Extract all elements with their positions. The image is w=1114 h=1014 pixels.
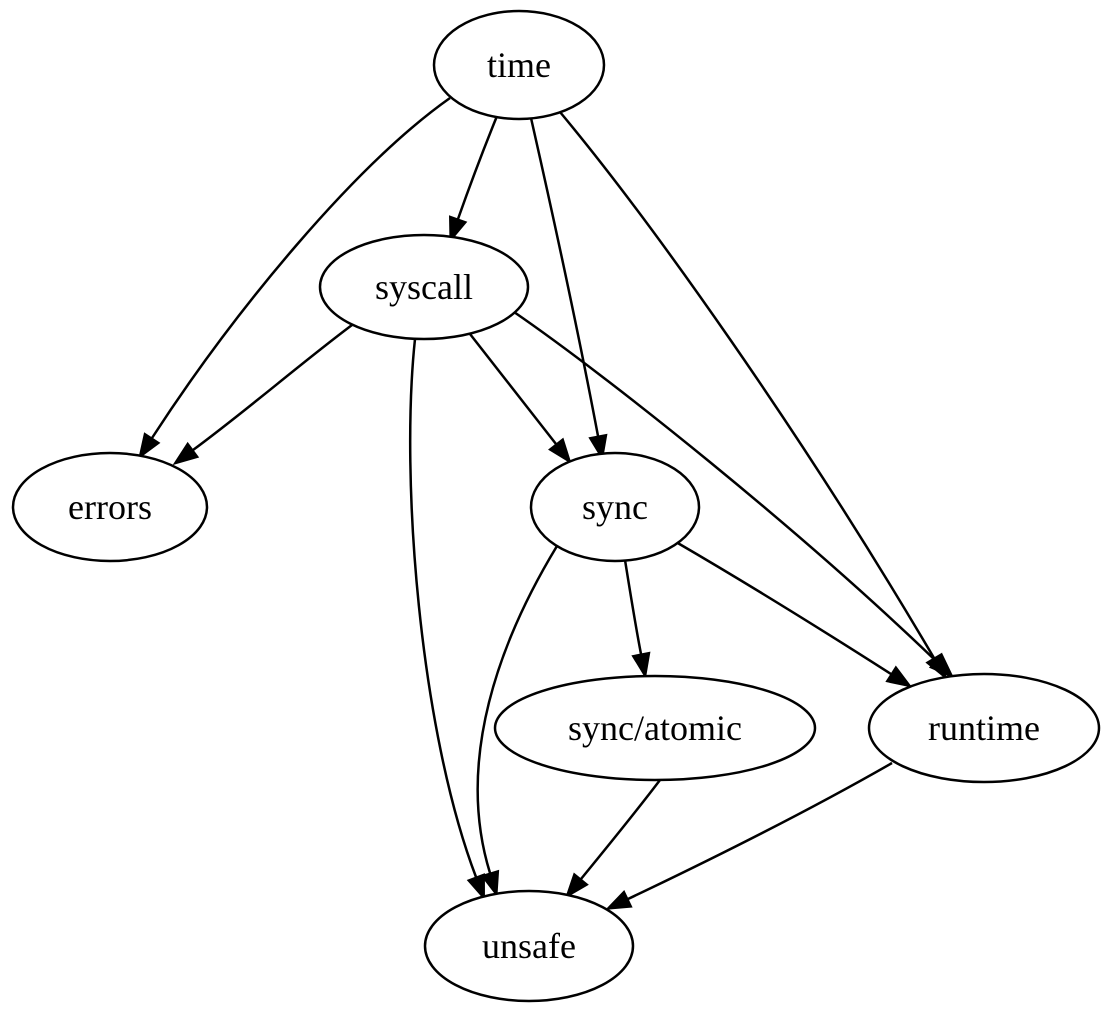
edges-layer [138,96,955,910]
edge-time-syscall [449,115,499,243]
node-time: time [432,9,606,121]
edge-line-syscall-errors [192,324,353,452]
edge-line-syscall-sync [469,333,557,445]
node-unsafe: unsafe [423,889,635,1003]
arrowhead-time-syscall [449,215,468,243]
arrowhead-sync-sync_atomic [631,651,651,679]
edge-line-sync-runtime [675,540,892,676]
edge-runtime-unsafe [605,761,893,910]
edge-sync-runtime [675,540,913,688]
node-runtime-shape [867,672,1101,784]
arrowhead-sync_atomic-unsafe [564,872,589,899]
node-unsafe-label: unsafe [482,926,576,966]
arrowhead-sync-unsafe [480,869,500,898]
edge-syscall-sync [469,333,572,465]
edge-line-sync-sync_atomic [623,559,643,655]
node-errors-shape [11,451,209,563]
node-syscall-label: syscall [375,267,473,307]
edge-syscall-unsafe [408,338,485,901]
edge-sync_atomic-unsafe [564,779,661,899]
edge-syscall-runtime [513,310,955,679]
edge-sync-unsafe [476,545,559,898]
node-syscall-shape [318,233,530,341]
arrowhead-syscall-unsafe [466,873,485,901]
edge-time-errors [138,96,451,460]
node-sync_atomic-shape [493,674,817,782]
node-time-label: time [487,45,551,85]
edge-sync-sync_atomic [623,559,651,679]
node-sync_atomic-label: sync/atomic [568,708,742,748]
nodes-layer: time syscall errors sync sync/atomic runtime u… [11,9,1101,1003]
node-syscall: syscall [318,233,530,341]
edge-line-syscall-unsafe [408,338,478,878]
node-sync-label: sync [582,487,648,527]
edge-time-runtime [559,111,947,680]
edge-time-sync [529,117,608,461]
edge-line-time-syscall [456,115,499,220]
arrowhead-time-errors [138,432,161,460]
arrowhead-syscall-errors [172,441,200,466]
edge-line-time-runtime [559,111,936,659]
arrowhead-syscall-sync [548,437,572,465]
node-errors-label: errors [68,487,152,527]
node-sync: sync [529,451,701,563]
edge-line-runtime-unsafe [627,761,893,901]
node-sync-shape [529,451,701,563]
arrowhead-syscall-runtime [928,653,955,679]
node-runtime: runtime [867,672,1101,784]
node-unsafe-shape [423,889,635,1003]
edge-line-time-sync [529,117,600,437]
edge-line-sync_atomic-unsafe [580,779,661,880]
arrowhead-runtime-unsafe [605,890,633,910]
edge-line-syscall-runtime [513,310,937,662]
arrowhead-sync-runtime [885,665,913,688]
edge-line-sync-unsafe [476,545,559,874]
node-errors: errors [11,451,209,563]
node-sync_atomic: sync/atomic [493,674,817,782]
node-time-shape [432,9,606,121]
edge-line-time-errors [150,96,451,439]
edge-syscall-errors [172,324,353,466]
node-runtime-label: runtime [928,708,1040,748]
